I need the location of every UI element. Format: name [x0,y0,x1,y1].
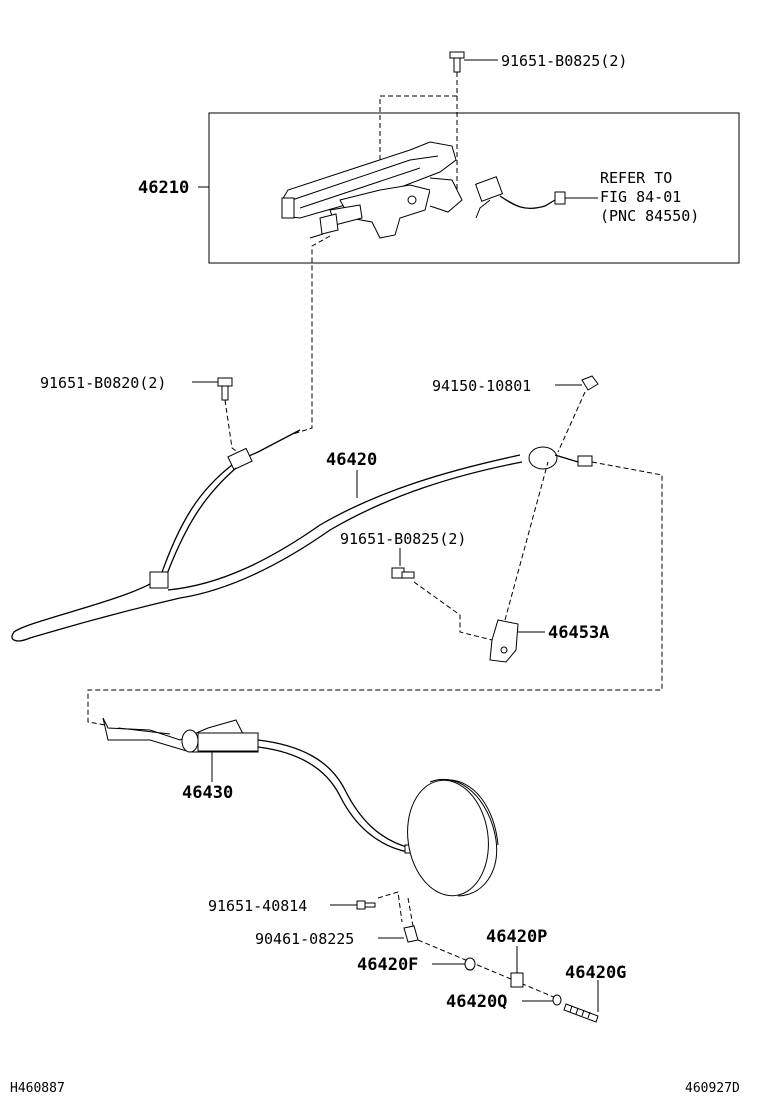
clip-lower-label: 90461-08225 [255,930,354,948]
footer-right-code: 460927D [685,1081,740,1096]
clip-icon [581,375,599,391]
bolt-top-label: 91651-B0825(2) [501,52,627,70]
bolt-mid-icon [391,567,415,579]
footer-left-code: H460887 [10,1081,65,1096]
lever-cable-dash [289,235,331,436]
front-cable-icon [11,429,593,642]
part-g-label: 46420G [565,963,626,983]
cable-front-label: 46420 [326,450,377,470]
cable-end-dash [407,897,414,927]
bolt-mid-label: 91651-B0825(2) [340,530,466,548]
clip-lower-dash [417,939,557,999]
part-p-label: 46420P [486,927,547,947]
clip-dash [557,391,586,453]
bolt-top-icon [449,51,465,73]
part-q-icon [552,994,562,1006]
bolt-mid-dash [413,581,493,641]
bolt-top-dash-2 [379,95,457,160]
lever-assy-label: 46210 [138,178,189,198]
cable-rear-label: 46430 [182,783,233,803]
bolt-left-dash [224,399,247,459]
bolt-lower-icon [356,900,376,910]
rear-cable-icon [102,717,463,871]
part-g-icon [563,1003,599,1023]
front-rear-link-dash [87,461,663,726]
brake-drum-icon [407,778,499,897]
bolt-left-label: 91651-B0820(2) [40,374,166,392]
bracket-dash [504,461,549,621]
bracket-icon [489,619,519,663]
parking-lever-icon [281,141,463,239]
clip-lower-icon [403,925,419,943]
lever-assembly-frame [208,112,740,264]
part-q-label: 46420Q [446,992,507,1012]
refer-label-line2: FIG 84-01 [600,188,681,206]
bracket-label: 46453A [548,623,609,643]
brake-switch-icon [474,176,566,219]
part-f-label: 46420F [357,955,418,975]
bolt-left-icon [217,377,233,401]
part-f-icon [464,957,476,971]
bolt-lower-label: 91651-40814 [208,897,307,915]
bolt-lower-dash [377,891,403,923]
clip-label: 94150-10801 [432,377,531,395]
part-p-icon [510,972,524,988]
refer-label-line1: REFER TO [600,169,672,187]
refer-label-line3: (PNC 84550) [600,207,699,225]
